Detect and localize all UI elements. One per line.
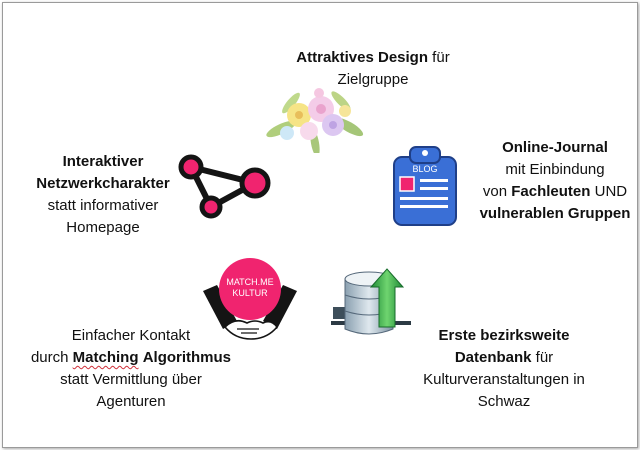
logo-text-line2: KULTUR	[232, 288, 268, 298]
handshake-icon	[223, 319, 279, 340]
design-label: Attraktives Design für Zielgruppe	[296, 49, 450, 88]
blog-icon-label: BLOG	[412, 164, 437, 174]
matching-label: Einfacher Kontakt durch Matching Algorit…	[30, 327, 232, 410]
database-label: Erste bezirksweite Datenbank für Kulturv…	[423, 327, 585, 410]
match-me-kultur-logo: MATCH.ME KULTUR	[203, 258, 297, 340]
flower-bouquet-icon	[266, 88, 364, 153]
journal-label: Online-Journal mit Einbindung von Fachle…	[479, 139, 631, 222]
database-upload-icon	[331, 268, 411, 335]
logo-text-line1: MATCH.ME	[226, 277, 273, 287]
network-graph-icon	[178, 154, 271, 219]
blog-clipboard-icon: BLOG	[393, 146, 457, 226]
network-label: Interaktiver Netzwerkcharakter statt inf…	[36, 153, 170, 236]
